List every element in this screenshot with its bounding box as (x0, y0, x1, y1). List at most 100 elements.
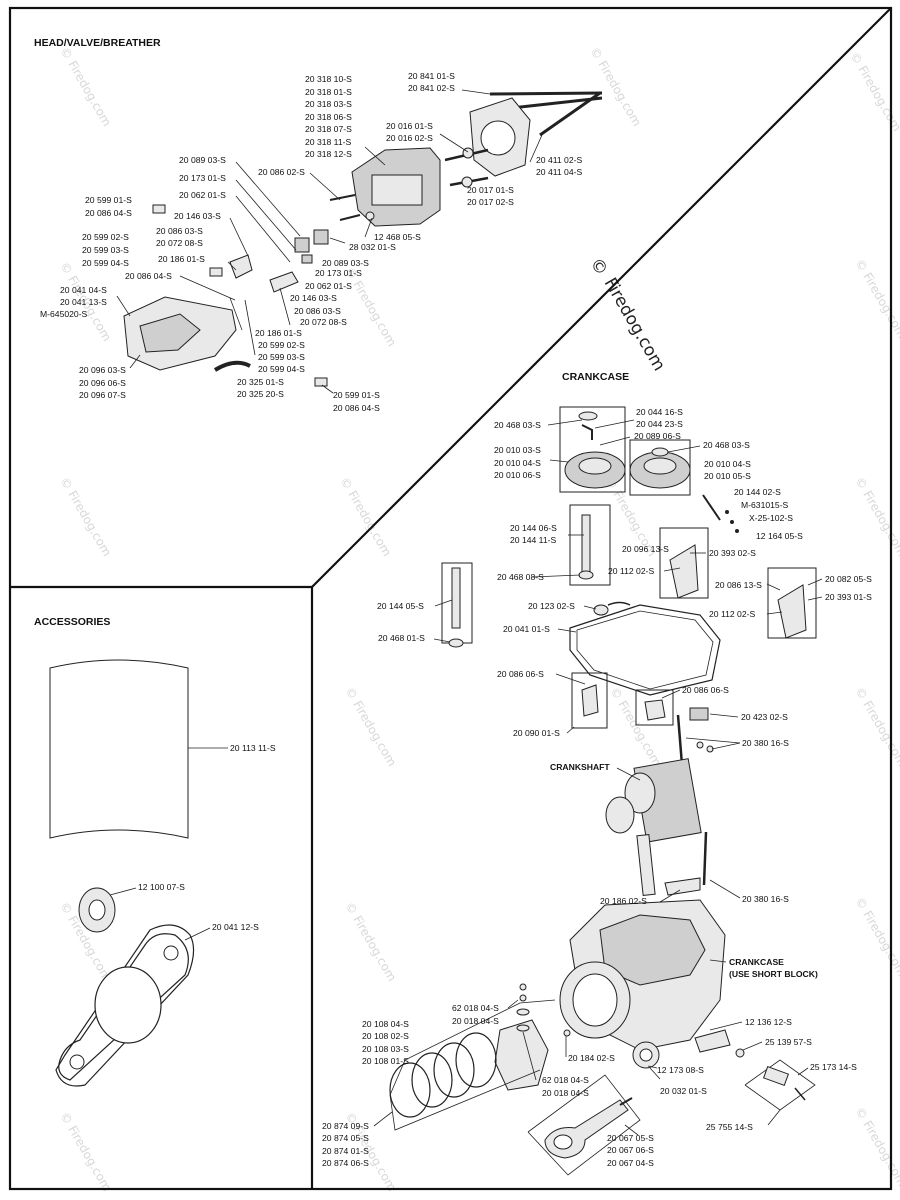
watermark-copyright: © (586, 255, 612, 280)
part-number: 62 018 04-S (542, 1075, 589, 1085)
part-number: 20 318 10-S (305, 74, 352, 84)
watermark-text: © Firedog.com (587, 45, 644, 129)
link-box (767, 567, 817, 639)
section-title-accessories: ACCESSORIES (34, 616, 110, 628)
part-number: 20 144 05-S (377, 601, 424, 611)
part-number: 20 086 04-S (85, 208, 132, 218)
label-group-pushrods: 20 841 01-S 20 841 02-S (408, 71, 455, 93)
rocker-arm (229, 254, 253, 279)
part-number: 12 164 05-S (756, 531, 803, 541)
leader-line (507, 999, 519, 1009)
part-number: 20 108 02-S (362, 1031, 409, 1041)
part-number: 20 874 01-S (322, 1146, 369, 1156)
part-number: 20 468 03-S (494, 420, 541, 430)
leader-line (766, 611, 783, 615)
pin (563, 1029, 571, 1037)
shaft-pin (451, 567, 461, 629)
gasket-bolt-hole (163, 945, 179, 961)
part-number: 20 086 13-S (715, 580, 762, 590)
clip (152, 204, 166, 214)
part-number: 20 062 01-S (179, 190, 226, 200)
watermark-text: © Firedog.com (852, 685, 900, 769)
ring-box (389, 999, 556, 1096)
part-number: 20 123 02-S (528, 601, 575, 611)
section-title-head: HEAD/VALVE/BREATHER (34, 37, 161, 49)
leader-line (235, 179, 297, 251)
part-number: 20 186 02-S (600, 896, 647, 906)
part-number: 20 146 03-S (174, 211, 221, 221)
ring-box (389, 1069, 541, 1131)
oil-filter-fitting (593, 604, 609, 616)
part-number: 12 468 05-S (374, 232, 421, 242)
part-number: 25 755 14-S (706, 1122, 753, 1132)
governor-arm (669, 544, 699, 599)
part-number: 20 090 01-S (513, 728, 560, 738)
connecting-rod-bore (553, 1134, 573, 1150)
part-number: 20 186 01-S (158, 254, 205, 264)
leader-line (329, 237, 346, 244)
leader-line (663, 567, 681, 572)
part-number: 20 082 05-S (825, 574, 872, 584)
leader-line (235, 161, 301, 237)
part-number: 12 136 12-S (745, 1017, 792, 1027)
washer (578, 570, 594, 580)
outer-frame (8, 6, 893, 1191)
part-number: 25 173 14-S (810, 1062, 857, 1072)
watermark-text: © Firedog.com (57, 475, 114, 559)
part-number: 20 599 02-S (258, 340, 305, 350)
label-group-exhaust-valve: 20 017 01-S 20 017 02-S (467, 185, 514, 207)
part-number: 20 380 16-S (742, 894, 789, 904)
crankcase-label-line2: (USE SHORT BLOCK) (729, 969, 818, 979)
part-number: 20 318 07-S (305, 124, 352, 134)
part-number: 20 318 03-S (305, 99, 352, 109)
label-group-intake-valve: 20 016 01-S 20 016 02-S (386, 121, 433, 143)
leader-line (661, 689, 681, 699)
section-title-crankcase: CRANKCASE (562, 371, 629, 383)
valve-head (461, 176, 473, 188)
governor-arm (777, 584, 807, 639)
leader-line (797, 1067, 809, 1076)
part-number: 20 010 05-S (704, 471, 751, 481)
part-number: 20 411 04-S (536, 167, 582, 177)
watermark-text: © Firedog.com (847, 50, 900, 134)
rod (702, 494, 721, 521)
leader-line (373, 1111, 393, 1127)
sensor-box (744, 1059, 816, 1111)
part-number: X-25-102-S (749, 513, 793, 523)
part-number: 25 139 57-S (765, 1037, 812, 1047)
part-number: 20 086 03-S (294, 306, 341, 316)
leader-line (531, 574, 581, 578)
part-number: 20 318 01-S (305, 87, 352, 97)
leader-line (321, 384, 334, 394)
part-number: 20 016 01-S (386, 121, 433, 131)
accessories-section: 20 113 11-S 12 100 07-S 20 041 12-S (49, 659, 276, 1087)
part-number: 20 010 06-S (494, 470, 541, 480)
pushrod-line (489, 91, 603, 96)
leader-line (711, 742, 741, 750)
cylinder-bore (572, 973, 618, 1027)
part-number: 20 067 06-S (607, 1145, 654, 1155)
part-number: 20 318 06-S (305, 112, 352, 122)
part-number: 20 086 04-S (333, 403, 380, 413)
head-section: 20 841 01-S 20 841 02-S 20 318 10-S 20 3… (40, 71, 603, 413)
leader-line (547, 419, 583, 426)
label-group-599-left: 20 599 02-S 20 599 03-S 20 599 04-S (82, 232, 129, 268)
pin-box (569, 504, 611, 586)
part-number: 20 599 02-S (82, 232, 129, 242)
clip (314, 377, 328, 387)
leader-line (709, 713, 739, 718)
exhaust-gasket-outline (55, 924, 195, 1087)
leader-line (624, 1124, 639, 1136)
watermark-text: © Firedog.com (337, 475, 394, 559)
crankshaft-key (664, 877, 701, 896)
leader-line (767, 1109, 781, 1126)
part-number: 20 599 04-S (82, 258, 129, 268)
label-group-010-right: 20 010 04-S 20 010 05-S (704, 459, 751, 481)
fitting-pipe (607, 601, 631, 606)
part-number: 20 173 01-S (315, 268, 362, 278)
piston-pin-clip (516, 1008, 530, 1016)
part-number: 28 032 01-S (349, 242, 396, 252)
leader-line (685, 737, 741, 744)
valve-spring (313, 229, 329, 245)
crankshaft (605, 758, 702, 897)
